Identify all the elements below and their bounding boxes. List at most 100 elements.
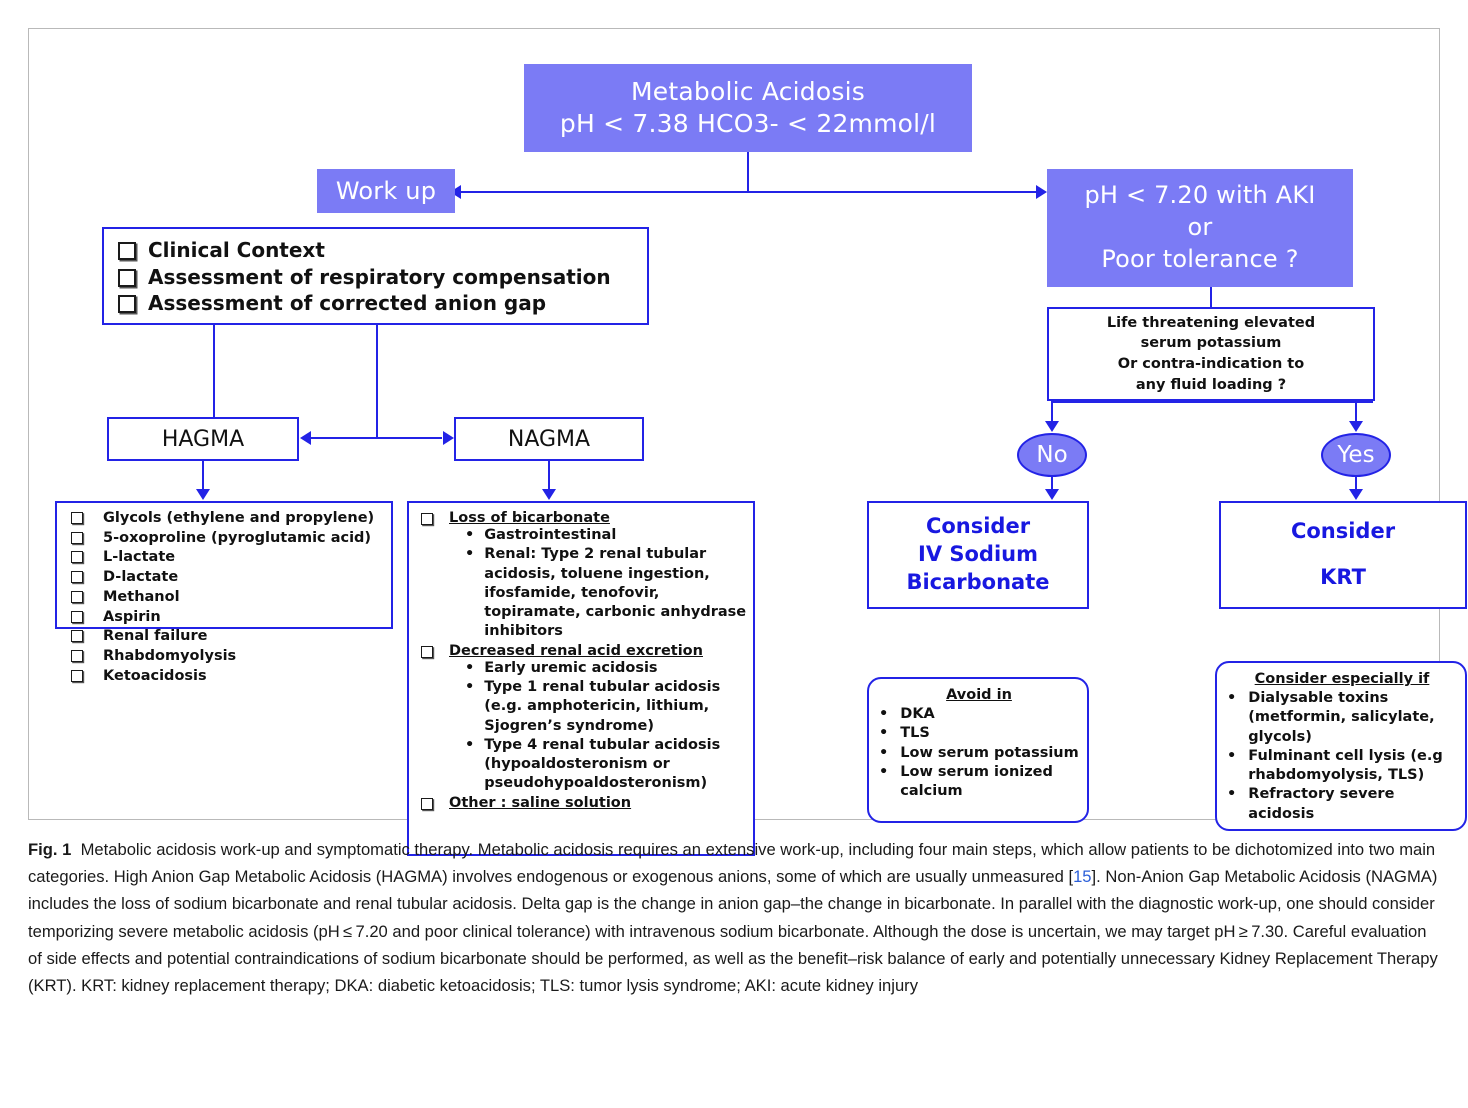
work-up-label: Work up	[335, 177, 437, 205]
list-item-label: Gastrointestinal	[484, 527, 617, 543]
consider-krt-line1: Consider	[1290, 519, 1396, 544]
bullet-icon: •	[465, 527, 475, 543]
list-item: •Dialysable toxins (metformin, salicylat…	[1227, 689, 1457, 747]
list-item-label: Aspirin	[103, 608, 161, 625]
arrow-yes	[1349, 421, 1363, 432]
connector-horizontal-split	[461, 191, 1041, 193]
checkbox-icon	[118, 242, 136, 260]
bullet-icon: •	[465, 736, 475, 753]
figure-caption-reference[interactable]: 15	[1073, 867, 1092, 887]
list-item: Aspirin	[71, 608, 385, 628]
nagma-label: NAGMA	[507, 426, 591, 452]
figure-caption-label: Fig. 1	[28, 840, 72, 859]
list-item-label: TLS	[900, 725, 930, 742]
clinical-context-box: Clinical Context Assessment of respirato…	[102, 227, 649, 325]
list-item: Ketoacidosis	[71, 667, 385, 687]
clinical-item-label: Clinical Context	[148, 238, 325, 262]
checkbox-icon	[118, 268, 136, 287]
bullet-icon: •	[1227, 747, 1237, 764]
nagma-group-label: Other : saline solution	[449, 794, 632, 811]
clinical-item: Assessment of corrected anion gap	[118, 290, 635, 317]
ph-aki-line3: Poor tolerance ?	[1101, 244, 1299, 273]
nagma-subitems: •Early uremic acidosis •Type 1 renal tub…	[465, 659, 747, 794]
nagma-group: Loss of bicarbonate	[421, 510, 747, 526]
bullet-icon: •	[879, 763, 889, 780]
checkbox-icon	[71, 551, 83, 564]
arrow-to-ph-aki	[1036, 185, 1047, 199]
arrow-bicarb	[1045, 489, 1059, 500]
consider-especially-box: Consider especially if •Dialysable toxin…	[1215, 661, 1467, 831]
decision-line: Life threatening elevated	[1106, 314, 1316, 331]
nagma-subitems: • Gastrointestinal •Renal: Type 2 renal t…	[465, 526, 747, 642]
bullet-icon: •	[465, 678, 475, 695]
metabolic-acidosis-box: Metabolic Acidosis pH < 7.38 HCO3- < 22m…	[524, 64, 972, 152]
list-item: • Low serum potassium	[879, 744, 1079, 763]
consider-krt-line2: KRT	[1320, 565, 1366, 589]
list-item-label: DKA	[900, 706, 935, 722]
figure-caption-part2: ]. Non-Anion Gap Metabolic Acidosis (NAG…	[28, 867, 1438, 996]
hagma-list-box: Glycols (ethylene and propylene) 5-oxopr…	[55, 501, 393, 684]
list-item: • Low serum ionized calcium	[879, 763, 1079, 802]
list-item-label: Type 1 renal tubular acidosis (e.g. amph…	[484, 678, 721, 734]
list-item: • Fulminant cell lysis (e.g rhabdomyolysi…	[1227, 747, 1457, 786]
list-item-label: Type 4 renal tubular acidosis (hypoaldos…	[484, 736, 721, 792]
ph-aki-line2: or	[1187, 213, 1213, 242]
list-item-label: L-lactate	[103, 549, 176, 566]
checkbox-icon	[71, 669, 83, 682]
nagma-group-label: Loss of bicarbonate	[449, 510, 610, 526]
consider-bicarbonate-line1: Consider	[925, 514, 1031, 539]
branch-yes-label: Yes	[1337, 442, 1375, 468]
nagma-list-box: Loss of bicarbonate •Gastrointestinal •R…	[407, 501, 755, 856]
arrow-nagma	[443, 431, 454, 445]
list-item: L-lactate	[71, 548, 385, 568]
metabolic-acidosis-line2: pH < 7.38 HCO3- < 22mmol/l	[559, 109, 937, 138]
list-item: 5-oxoproline (pyroglutamic acid)	[71, 529, 385, 549]
connector-clinical-to-row	[213, 325, 215, 417]
ph-aki-box: pH < 7.20 with AKI or Poor tolerance ?	[1047, 169, 1353, 287]
list-item: Rhabdomyolysis	[71, 647, 385, 667]
bullet-icon: •	[1227, 690, 1237, 706]
figure-caption: Fig. 1 Metabolic acidosis work-up and sy…	[28, 836, 1440, 999]
connector-decision-left-down	[1051, 401, 1053, 423]
bullet-icon: •	[879, 744, 889, 761]
ph-aki-line1: pH < 7.20 with AKI	[1084, 181, 1316, 210]
list-item-label: Low serum potassium	[900, 744, 1079, 761]
connector-no-to-bicarb	[1051, 477, 1053, 491]
connector-top-to-split	[747, 152, 749, 192]
decision-line: any fluid loading ?	[1135, 376, 1287, 393]
avoid-in-title: Avoid in	[946, 687, 1012, 703]
arrow-hagma-list	[196, 489, 210, 500]
checkbox-icon	[421, 513, 433, 525]
connector-decision-right-down	[1355, 401, 1357, 423]
avoid-in-box: Avoid in •DKA •TLS •Low serum potassium …	[867, 677, 1089, 823]
arrow-nagma-list	[542, 489, 556, 500]
checkbox-icon	[71, 650, 83, 663]
bullet-icon: •	[1227, 786, 1237, 803]
checkbox-icon	[118, 295, 136, 314]
list-item: Glycols (ethylene and propylene)	[71, 509, 385, 529]
figure-caption-part1: Metabolic acidosis work-up and symptomat…	[28, 840, 1436, 887]
list-item: Renal failure	[71, 627, 385, 647]
branch-no-ellipse: No	[1017, 433, 1087, 477]
list-item: Methanol	[71, 588, 385, 608]
list-item-label: Refractory severe acidosis	[1248, 786, 1395, 822]
list-item: D-lactate	[71, 568, 385, 588]
list-item-label: Fulminant cell lysis (e.g rhabdomyolysis…	[1248, 747, 1443, 784]
list-item-label: D-lactate	[103, 569, 179, 586]
consider-especially-title: Consider especially if	[1254, 671, 1430, 687]
nagma-group: Other : saline solution	[421, 795, 747, 811]
list-item: •Renal: Type 2 renal tubular acidosis, t…	[465, 545, 747, 641]
connector-yes-to-krt	[1355, 477, 1357, 491]
consider-bicarbonate-box: Consider IV Sodium Bicarbonate	[867, 501, 1089, 609]
branch-no-label: No	[1036, 442, 1068, 468]
nagma-box: NAGMA	[454, 417, 644, 461]
nagma-group-label: Decreased renal acid excretion	[449, 642, 703, 659]
list-item-label: Glycols (ethylene and propylene)	[103, 510, 375, 526]
work-up-box: Work up	[317, 169, 455, 213]
list-item-label: Renal: Type 2 renal tubular acidosis, to…	[484, 546, 747, 640]
list-item-label: Low serum ionized calcium	[900, 763, 1053, 800]
hagma-box: HAGMA	[107, 417, 299, 461]
list-item-label: Renal failure	[103, 628, 208, 645]
checkbox-icon	[71, 512, 83, 524]
